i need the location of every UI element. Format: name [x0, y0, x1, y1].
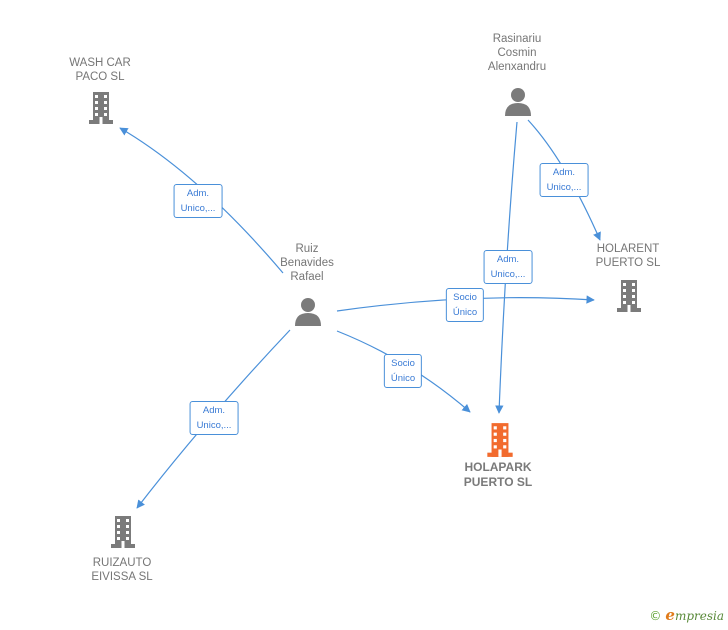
company-building-icon[interactable] — [86, 90, 116, 126]
node-label-line: Rafael — [290, 271, 324, 283]
node-label-wash-car[interactable]: WASH CAR PACO SL — [69, 56, 131, 84]
edge-label-line: Unico,... — [180, 203, 216, 214]
focus-company-building-icon[interactable] — [484, 421, 516, 459]
edge-label-ras-holapark[interactable]: Adm. Unico,... — [483, 250, 533, 284]
node-label-line: PUERTO SL — [463, 475, 533, 489]
company-building-icon[interactable] — [614, 278, 644, 314]
copyright-icon: © — [649, 609, 662, 623]
edge-label-line: Adm. — [496, 254, 520, 265]
edge-label-ruiz-holarent[interactable]: Socio Único — [445, 288, 485, 322]
edge-label-line: Único — [390, 373, 416, 384]
person-icon[interactable] — [293, 296, 323, 326]
node-label-line: PACO SL — [75, 71, 125, 83]
edge-label-line: Socio — [453, 292, 477, 303]
edge-label-line: Unico,... — [490, 269, 526, 280]
node-label-line: Benavides — [280, 257, 334, 269]
node-label-line: Alenxandru — [487, 61, 547, 73]
node-label-holapark[interactable]: HOLAPARK PUERTO SL — [464, 460, 532, 490]
edge-label-line: Unico,... — [196, 420, 232, 431]
node-label-line: Rasinariu — [492, 33, 542, 45]
brand-name: mpresia — [674, 609, 724, 623]
edge-label-ruiz-washcar[interactable]: Adm. Unico,... — [173, 184, 223, 218]
empresia-brand[interactable]: ©empresia — [649, 606, 724, 624]
node-label-ruizauto[interactable]: RUIZAUTO EIVISSA SL — [91, 556, 152, 584]
edge-label-line: Adm. — [552, 167, 576, 178]
node-label-line: EIVISSA SL — [91, 571, 153, 583]
node-label-line: PUERTO SL — [595, 257, 661, 269]
node-label-ruiz[interactable]: Ruiz Benavides Rafael — [280, 242, 334, 284]
edge-label-line: Único — [452, 307, 478, 318]
node-label-line: WASH CAR — [69, 57, 131, 69]
node-label-line: Ruiz — [295, 243, 319, 255]
company-building-icon[interactable] — [108, 514, 138, 550]
edge-label-ruiz-holapark[interactable]: Socio Único — [383, 354, 423, 388]
node-label-rasinariu[interactable]: Rasinariu Cosmin Alenxandru — [488, 32, 546, 74]
edge-label-ruiz-ruizauto[interactable]: Adm. Unico,... — [189, 401, 239, 435]
edge-label-line: Socio — [391, 358, 415, 369]
node-label-line: HOLARENT — [596, 243, 660, 255]
edge-label-ras-holarent[interactable]: Adm. Unico,... — [539, 163, 589, 197]
node-label-holarent[interactable]: HOLARENT PUERTO SL — [596, 242, 661, 270]
node-label-line: HOLAPARK — [464, 460, 532, 474]
person-icon[interactable] — [503, 86, 533, 116]
node-label-line: Cosmin — [497, 47, 537, 59]
edge-label-line: Adm. — [186, 188, 210, 199]
edge-label-line: Unico,... — [546, 182, 582, 193]
edge-label-line: Adm. — [202, 405, 226, 416]
brand-logo-initial: e — [665, 606, 675, 624]
node-label-line: RUIZAUTO — [92, 557, 152, 569]
